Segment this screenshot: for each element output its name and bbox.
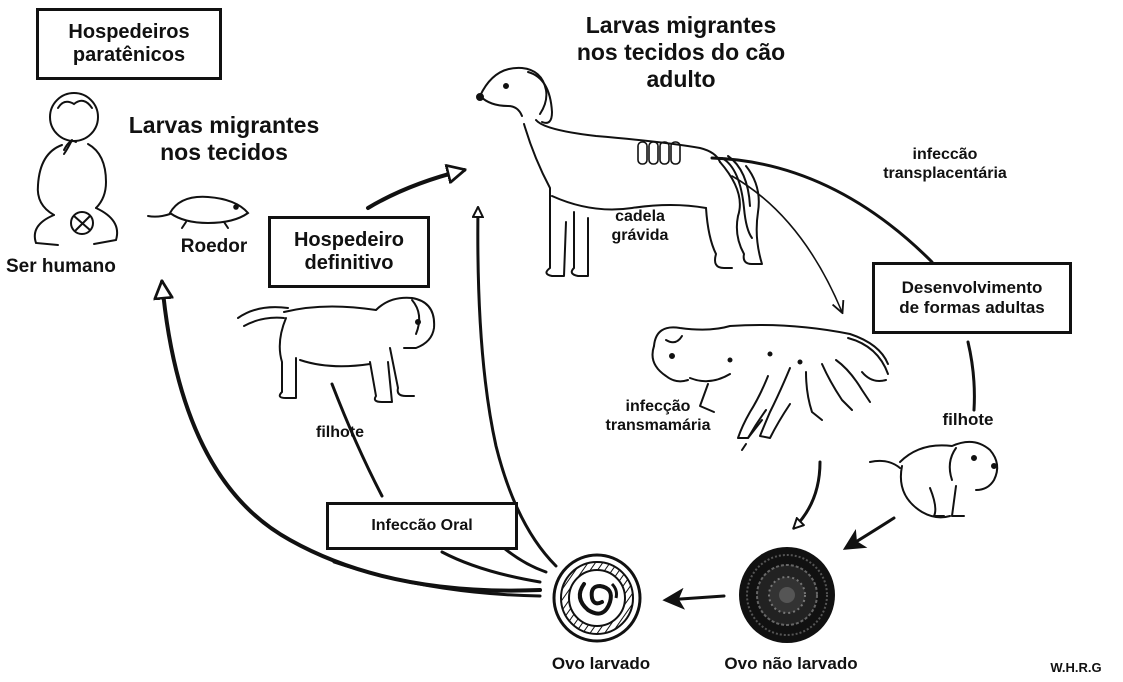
puppy-icon	[238, 298, 434, 402]
paratenic-hosts-line-1: Hospedeiros	[68, 21, 189, 44]
rodent-icon	[148, 197, 248, 228]
larvae-adult-dog-line-3: adulto	[556, 66, 806, 93]
credit-label: W.H.R.G	[1040, 660, 1112, 675]
definitive-host-box: Hospedeiro definitivo	[268, 216, 430, 288]
larvae-adult-dog-label: Larvas migrantes nos tecidos do cão adul…	[556, 12, 806, 93]
puppy-right-label: filhote	[928, 410, 1008, 430]
oral-infection-label: Infeccão Oral	[371, 517, 472, 535]
adult-forms-line-2: de formas adultas	[899, 298, 1045, 318]
definitive-host-line-1: Hospedeiro	[294, 229, 404, 252]
transmammary-label: infecção transmamária	[598, 398, 718, 436]
pregnant-bitch-line-1: cadela	[594, 208, 686, 227]
larvae-tissues-line-2: nos tecidos	[108, 139, 340, 166]
transmammary-line-1: infecção	[598, 398, 718, 417]
paratenic-hosts-box: Hospedeiros paratênicos	[36, 8, 222, 80]
human-label: Ser humano	[6, 256, 156, 278]
unlarvated-egg-icon	[739, 547, 835, 643]
sitting-puppy-icon	[870, 442, 997, 517]
adult-forms-line-1: Desenvolvimento	[902, 278, 1043, 298]
adult-forms-box: Desenvolvimento de formas adultas	[872, 262, 1072, 334]
paratenic-hosts-line-2: paratênicos	[73, 44, 185, 67]
larvated-egg-label: Ovo larvado	[536, 654, 666, 674]
transmammary-line-2: transmamária	[598, 417, 718, 436]
human-child-icon	[35, 93, 117, 245]
pregnant-bitch-line-2: grávida	[594, 227, 686, 246]
puppy-left-label: filhote	[300, 424, 380, 443]
larvae-adult-dog-line-2: nos tecidos do cão	[556, 39, 806, 66]
transplacental-line-1: infeccão	[860, 146, 1030, 165]
larvae-tissues-label: Larvas migrantes nos tecidos	[108, 112, 340, 166]
larvae-adult-dog-line-1: Larvas migrantes	[556, 12, 806, 39]
rodent-label: Roedor	[164, 236, 264, 258]
larvated-egg-icon	[554, 555, 640, 641]
larvae-tissues-line-1: Larvas migrantes	[108, 112, 340, 139]
pregnant-bitch-label: cadela grávida	[594, 208, 686, 246]
oral-infection-box: Infeccão Oral	[326, 502, 518, 550]
definitive-host-line-2: definitivo	[305, 252, 394, 275]
unlarvated-egg-label: Ovo não larvado	[706, 654, 876, 674]
transplacental-line-2: transplacentária	[860, 165, 1030, 184]
transplacental-label: infeccão transplacentária	[860, 146, 1030, 184]
